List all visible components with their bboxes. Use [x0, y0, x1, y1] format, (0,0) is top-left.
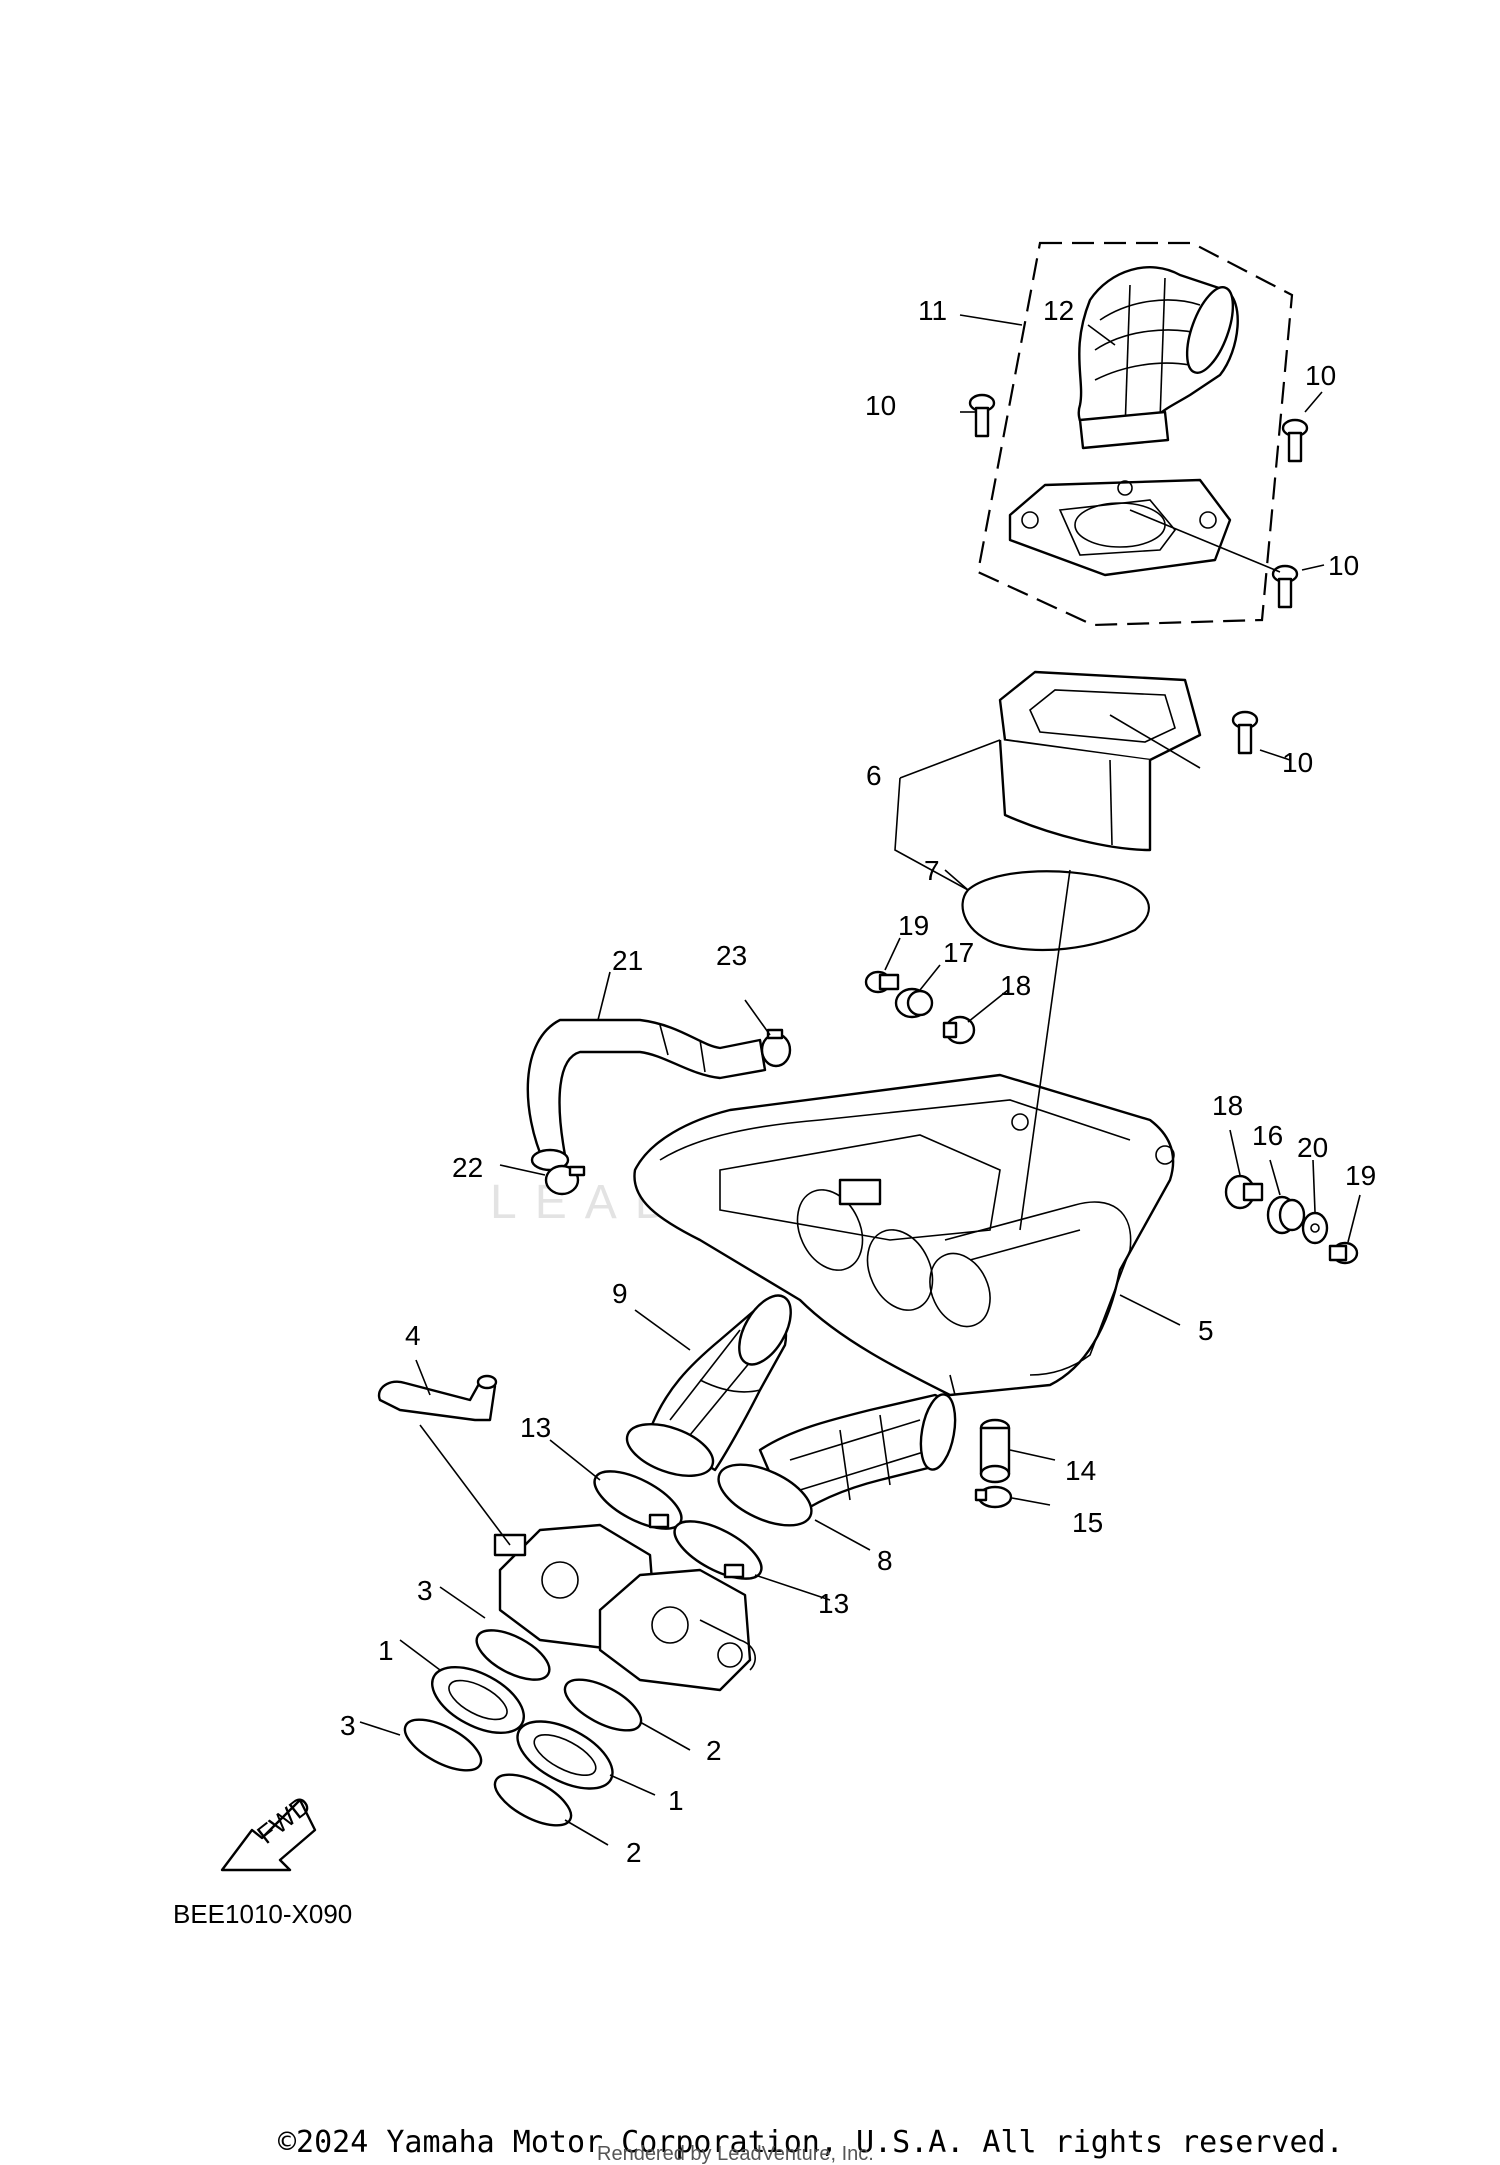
- part-10-screw-c: [1271, 564, 1299, 609]
- callout-23: 23: [716, 940, 747, 971]
- part-19-bolt-right: [1328, 1241, 1359, 1265]
- part-2-clamp-a: [563, 1678, 643, 1732]
- callout-10: 10: [1305, 360, 1336, 391]
- callout-1: 1: [668, 1785, 684, 1816]
- part-18-collar-upper: [942, 1015, 976, 1045]
- fwd-arrow-icon: FWD: [220, 1790, 316, 1872]
- callout-21: 21: [612, 945, 643, 976]
- callout-10: 10: [1328, 550, 1359, 581]
- part-21-hose: [526, 1018, 767, 1172]
- callout-19: 19: [1345, 1160, 1376, 1191]
- part-10-screw-b: [1281, 418, 1309, 463]
- part-13-clamp-b: [673, 1520, 763, 1580]
- part-16-grommet-right: [1266, 1195, 1306, 1235]
- part-17-grommet: [894, 987, 934, 1019]
- part-22-clamp: [544, 1164, 586, 1196]
- leader-lines: [359, 314, 1361, 1846]
- callout-10: 10: [865, 390, 896, 421]
- part-20-washer: [1301, 1211, 1329, 1245]
- callout-9: 9: [612, 1278, 628, 1309]
- part-18-collar-right: [1224, 1174, 1264, 1210]
- callout-8: 8: [877, 1545, 893, 1576]
- part-3-clamp-b: [403, 1718, 483, 1772]
- part-10-screw-a: [968, 393, 996, 438]
- part-10-screw-d: [1231, 710, 1259, 755]
- part-6-air-filter: [998, 670, 1202, 852]
- part-12-intake-duct: [1077, 266, 1239, 450]
- rendered-by-note: Rendered by LeadVenture, Inc.: [597, 2143, 874, 2165]
- diagram-code: BEE1010-X090: [173, 1899, 352, 1929]
- part-3-clamp-a: [475, 1629, 551, 1681]
- part-4-breather-tube: [377, 1374, 498, 1422]
- part-8-intake-duct: [717, 1393, 957, 1527]
- callout-10: 10: [1282, 747, 1313, 778]
- assembly-11-dashed-outline: [976, 241, 1294, 627]
- callout-5: 5: [1198, 1315, 1214, 1346]
- callout-17: 17: [943, 937, 974, 968]
- callout-22: 22: [452, 1152, 483, 1183]
- part-2-clamp-b: [493, 1773, 573, 1827]
- callout-3: 3: [417, 1575, 433, 1606]
- copyright-notice: ©2024 Yamaha Motor Corporation, U.S.A. A…: [278, 2125, 1344, 2160]
- callout-20: 20: [1297, 1132, 1328, 1163]
- callout-13: 13: [520, 1412, 551, 1443]
- callout-1: 1: [378, 1635, 394, 1666]
- callout-4: 4: [405, 1320, 421, 1351]
- part-5-air-box: [633, 1073, 1175, 1397]
- callout-18: 18: [1212, 1090, 1243, 1121]
- callout-12: 12: [1043, 295, 1074, 326]
- callout-14: 14: [1065, 1455, 1096, 1486]
- part-14-drain-tube: [979, 1418, 1011, 1484]
- part-1-joint-b: [516, 1720, 614, 1790]
- callout-16: 16: [1252, 1120, 1283, 1151]
- callout-6: 6: [866, 760, 882, 791]
- callout-2: 2: [706, 1735, 722, 1766]
- part-7-gasket: [961, 870, 1150, 952]
- part-19-bolt-upper: [864, 970, 900, 994]
- part-9-intake-duct: [625, 1294, 792, 1477]
- part-11-base-plate: [1008, 478, 1232, 577]
- callout-18: 18: [1000, 970, 1031, 1001]
- callout-15: 15: [1072, 1507, 1103, 1538]
- callout-3: 3: [340, 1710, 356, 1741]
- part-1-joint-a: [430, 1665, 526, 1735]
- callout-13: 13: [818, 1588, 849, 1619]
- callout-19: 19: [898, 910, 929, 941]
- part-23-clamp: [760, 1028, 792, 1068]
- callout-labels: 11 12 10 10 10 10 6 7 19 17 18 21 23 22 …: [340, 295, 1376, 1868]
- part-15-clamp: [974, 1485, 1013, 1509]
- callout-2: 2: [626, 1837, 642, 1868]
- callout-11: 11: [918, 295, 947, 326]
- callout-7: 7: [924, 855, 940, 886]
